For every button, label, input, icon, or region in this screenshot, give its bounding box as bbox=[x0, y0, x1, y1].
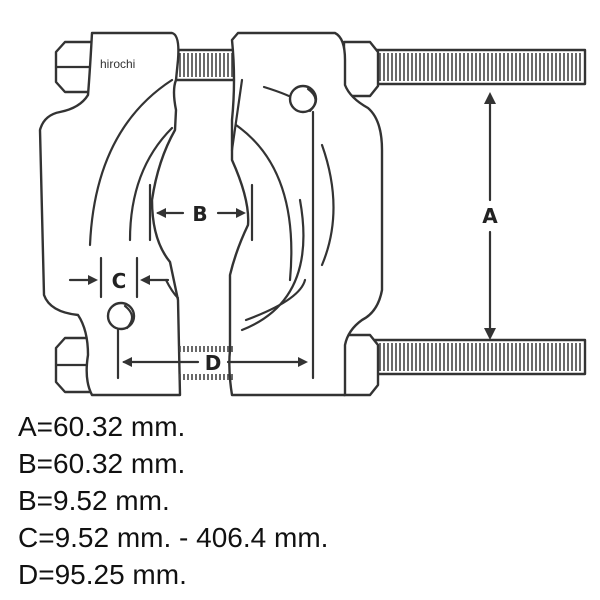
specifications-list: A=60.32 mm. B=60.32 mm. B=9.52 mm. C=9.5… bbox=[18, 408, 328, 593]
dimension-c: C bbox=[68, 256, 170, 299]
spec-line: D=95.25 mm. bbox=[18, 559, 187, 590]
bolt-hole-icon bbox=[288, 84, 318, 114]
bottom-threaded-rod bbox=[373, 338, 587, 376]
spec-line: C=9.52 mm. - 406.4 mm. bbox=[18, 522, 329, 553]
label-d: D bbox=[205, 351, 222, 375]
spec-line: B=60.32 mm. bbox=[18, 448, 186, 479]
nut-icon bbox=[54, 40, 94, 94]
right-separator-half bbox=[228, 31, 384, 397]
left-separator-half bbox=[38, 31, 182, 397]
nut-icon bbox=[342, 40, 380, 98]
label-c: C bbox=[112, 269, 127, 293]
dimension-d: D bbox=[116, 110, 315, 380]
label-a: A bbox=[482, 204, 498, 228]
watermark: hirochi bbox=[100, 57, 135, 71]
label-b: B bbox=[192, 202, 207, 226]
center-threads bbox=[179, 346, 233, 380]
spec-line: A=60.32 mm. bbox=[18, 411, 186, 442]
nut-icon bbox=[342, 333, 380, 397]
spec-line: B=9.52 mm. bbox=[18, 485, 170, 516]
bolt-hole-icon bbox=[106, 301, 136, 331]
dimension-a: A bbox=[482, 92, 498, 340]
dimension-b: B bbox=[148, 183, 254, 242]
